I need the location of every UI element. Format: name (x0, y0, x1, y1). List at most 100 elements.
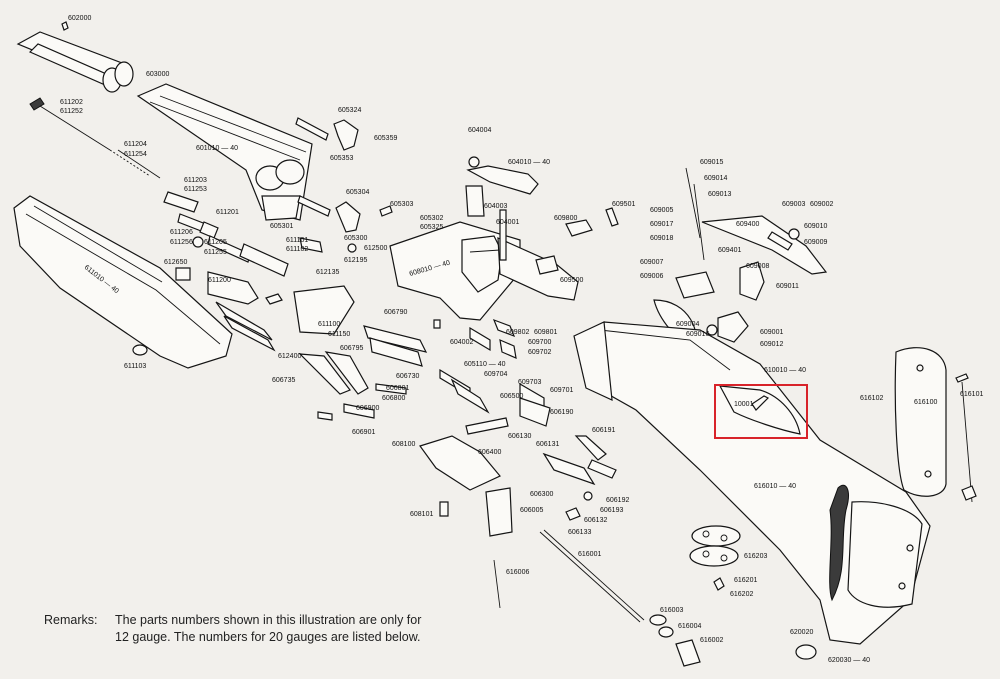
barrel-assembly (16, 21, 134, 93)
part-label: 605304 (346, 189, 369, 196)
part-label: 610010 — 40 (764, 367, 806, 374)
part-label: 609004 (676, 321, 699, 328)
part-label: 605359 (374, 135, 397, 142)
trigger-mechanism-parts (298, 207, 619, 427)
part-label: 609001 (760, 329, 783, 336)
part-label: 612135 (316, 269, 339, 276)
part-label: 605325 (420, 224, 443, 231)
part-label: 606901 (352, 429, 375, 436)
forend-iron-parts (163, 191, 355, 352)
part-label: 611101 (286, 237, 308, 244)
part-label: 606193 (600, 507, 623, 514)
part-label: 611253 (184, 186, 207, 193)
part-label: 611150 (328, 331, 350, 338)
part-label: 609800 (554, 215, 577, 222)
part-label: 611252 (60, 108, 83, 115)
part-label: 609015 (700, 159, 723, 166)
part-label: 609801 (534, 329, 557, 336)
highlight-box (714, 384, 808, 439)
part-label: 611254 (124, 151, 147, 158)
part-label: 606191 (592, 427, 615, 434)
part-label: 611100 (318, 321, 340, 328)
part-label: 605301 (270, 223, 293, 230)
part-label: 608100 (392, 441, 415, 448)
part-label: 604010 — 40 (508, 159, 550, 166)
part-label: 609700 (528, 339, 551, 346)
part-label: 606133 (568, 529, 591, 536)
safety-parts (465, 156, 539, 261)
part-label: 616101 (960, 391, 983, 398)
part-label: 616202 (730, 591, 753, 598)
lower-parts (419, 417, 701, 667)
part-label: 605324 (338, 107, 361, 114)
part-label: 609703 (518, 379, 541, 386)
part-label: 609704 (484, 371, 507, 378)
part-label: 606500 (500, 393, 523, 400)
part-label: 606800 (382, 395, 405, 402)
part-label: 616006 (506, 569, 529, 576)
part-label: 609400 (736, 221, 759, 228)
part-label: 604003 (484, 203, 507, 210)
part-label: 609501 (612, 201, 635, 208)
part-label: 612195 (344, 257, 367, 264)
part-label: 609007 (640, 259, 663, 266)
part-label: 616203 (744, 553, 767, 560)
part-label: 10001 (734, 401, 754, 408)
part-label: 609702 (528, 349, 551, 356)
part-label: 609017 (650, 221, 673, 228)
part-label: 609014 (704, 175, 727, 182)
part-label: 602000 (68, 15, 91, 22)
part-label: 606400 (478, 449, 501, 456)
part-label: 609008 (746, 263, 769, 270)
recoil-pad (894, 347, 977, 503)
part-label: 606735 (272, 377, 295, 384)
part-label: 611206 (170, 229, 193, 236)
part-label: 611010 — 40 (83, 264, 120, 295)
sling-swivel-parts (689, 525, 817, 660)
part-label: 611201 (216, 209, 239, 216)
part-label: 616001 (578, 551, 601, 558)
trigger-plate-assembly (389, 221, 579, 321)
part-label: 605300 (344, 235, 367, 242)
part-label: 609802 (506, 329, 529, 336)
part-label: 601010 — 40 (196, 145, 238, 152)
part-label: 616102 (860, 395, 883, 402)
buttstock (573, 321, 931, 645)
part-label: 609010 (804, 223, 827, 230)
part-label: 611200 (208, 277, 231, 284)
part-label: 609500 (560, 277, 583, 284)
part-label: 609005 (650, 207, 673, 214)
part-label: 608010 — 40 (409, 260, 451, 278)
grip-cap-part (718, 385, 801, 435)
firing-pin-rods (29, 97, 161, 179)
part-label: 611203 (184, 177, 207, 184)
part-label: 611205 (204, 239, 227, 246)
top-lever-parts (295, 117, 393, 253)
remarks-text: The parts numbers shown in this illustra… (115, 613, 422, 644)
part-label: 612400 (278, 353, 301, 360)
part-label: 616003 (660, 607, 683, 614)
part-label: 606900 (356, 405, 379, 412)
part-label: 616010 — 40 (754, 483, 796, 490)
part-label: 611202 (60, 99, 83, 106)
receiver-assembly (136, 83, 313, 221)
part-label: 605353 (330, 155, 353, 162)
part-label: 606131 (536, 441, 559, 448)
part-label: 616100 (914, 399, 937, 406)
part-label: 611102 (286, 246, 308, 253)
part-label: 609012 (760, 341, 783, 348)
remarks-label: Remarks: (44, 613, 98, 627)
part-label: 611256 (170, 239, 193, 246)
part-label: 609009 (804, 239, 827, 246)
part-label: 606300 (530, 491, 553, 498)
part-label: 609003 (782, 201, 805, 208)
part-label: 605302 (420, 215, 443, 222)
part-label: 616002 (700, 637, 723, 644)
part-label: 620020 (790, 629, 813, 636)
part-label: 609016 (686, 331, 709, 338)
part-label: 609013 (708, 191, 731, 198)
part-label: 604002 (450, 339, 473, 346)
